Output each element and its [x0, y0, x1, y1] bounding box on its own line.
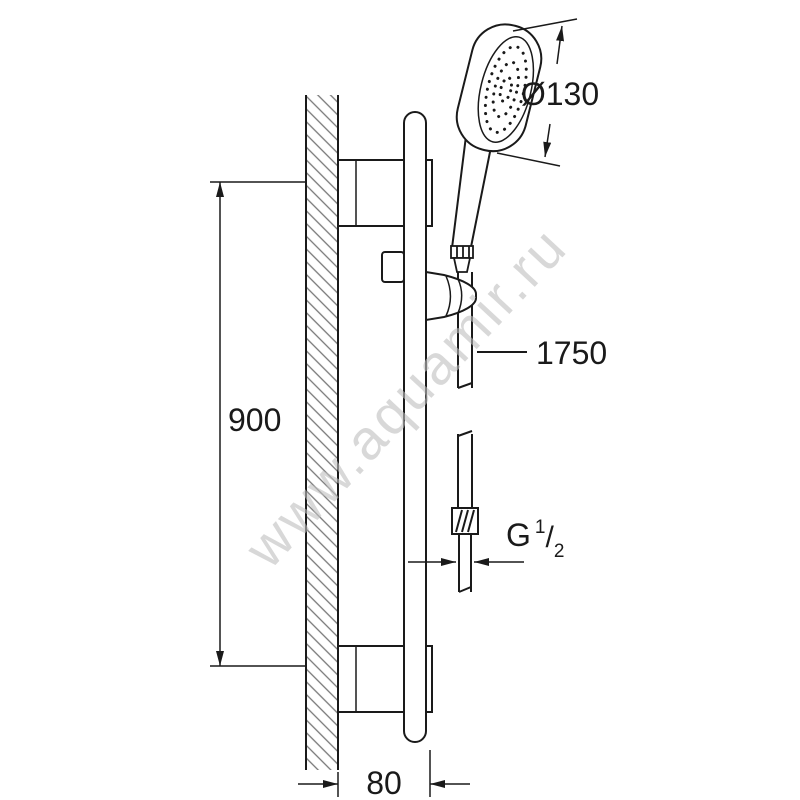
- spray-dots-inner: [498, 76, 513, 103]
- shower-head: [455, 23, 543, 153]
- spray-dots-middle: [491, 60, 520, 119]
- ext-line-head-top: [512, 18, 578, 32]
- dim-line-head-top: [556, 25, 565, 65]
- holder-rib-2: [457, 278, 463, 314]
- label-rail-height: 900: [228, 402, 281, 438]
- dimension-wall-offset: 80: [298, 750, 470, 800]
- thread-prefix: G: [506, 517, 531, 553]
- thread-superscript: 1: [535, 517, 546, 538]
- wall-hatch: [306, 95, 338, 770]
- hose-tail-cut: [458, 586, 472, 593]
- slider-lock-knob: [381, 251, 405, 283]
- wall-section: [305, 95, 339, 770]
- dimension-rail-height: 900: [210, 181, 306, 667]
- thread-subscript: 2: [554, 541, 565, 562]
- dim-line-head-bottom: [543, 123, 552, 158]
- spray-dots-outer: [483, 45, 528, 134]
- shower-head-body: [455, 23, 543, 153]
- dimension-head-diameter: Ø130: [496, 18, 599, 167]
- ext-line-head-bottom: [496, 152, 561, 167]
- label-wall-offset: 80: [366, 765, 402, 800]
- rail-assembly: [337, 111, 477, 743]
- connector-cone: [452, 257, 472, 273]
- hose-nut: [451, 507, 479, 535]
- thread-slash: /: [545, 521, 554, 554]
- shower-face-outline: [477, 35, 535, 143]
- holder-rib-1: [445, 275, 452, 317]
- hose-lower-cut-top: [457, 430, 473, 437]
- hose-upper-cut: [457, 382, 473, 389]
- label-hose-length: 1750: [536, 335, 607, 371]
- shower-rail-bar: [403, 111, 427, 743]
- handle-connector: [450, 245, 474, 273]
- dimension-hose-length: 1750: [477, 335, 607, 371]
- label-head-diameter: Ø130: [521, 76, 599, 112]
- hand-shower: [450, 23, 543, 273]
